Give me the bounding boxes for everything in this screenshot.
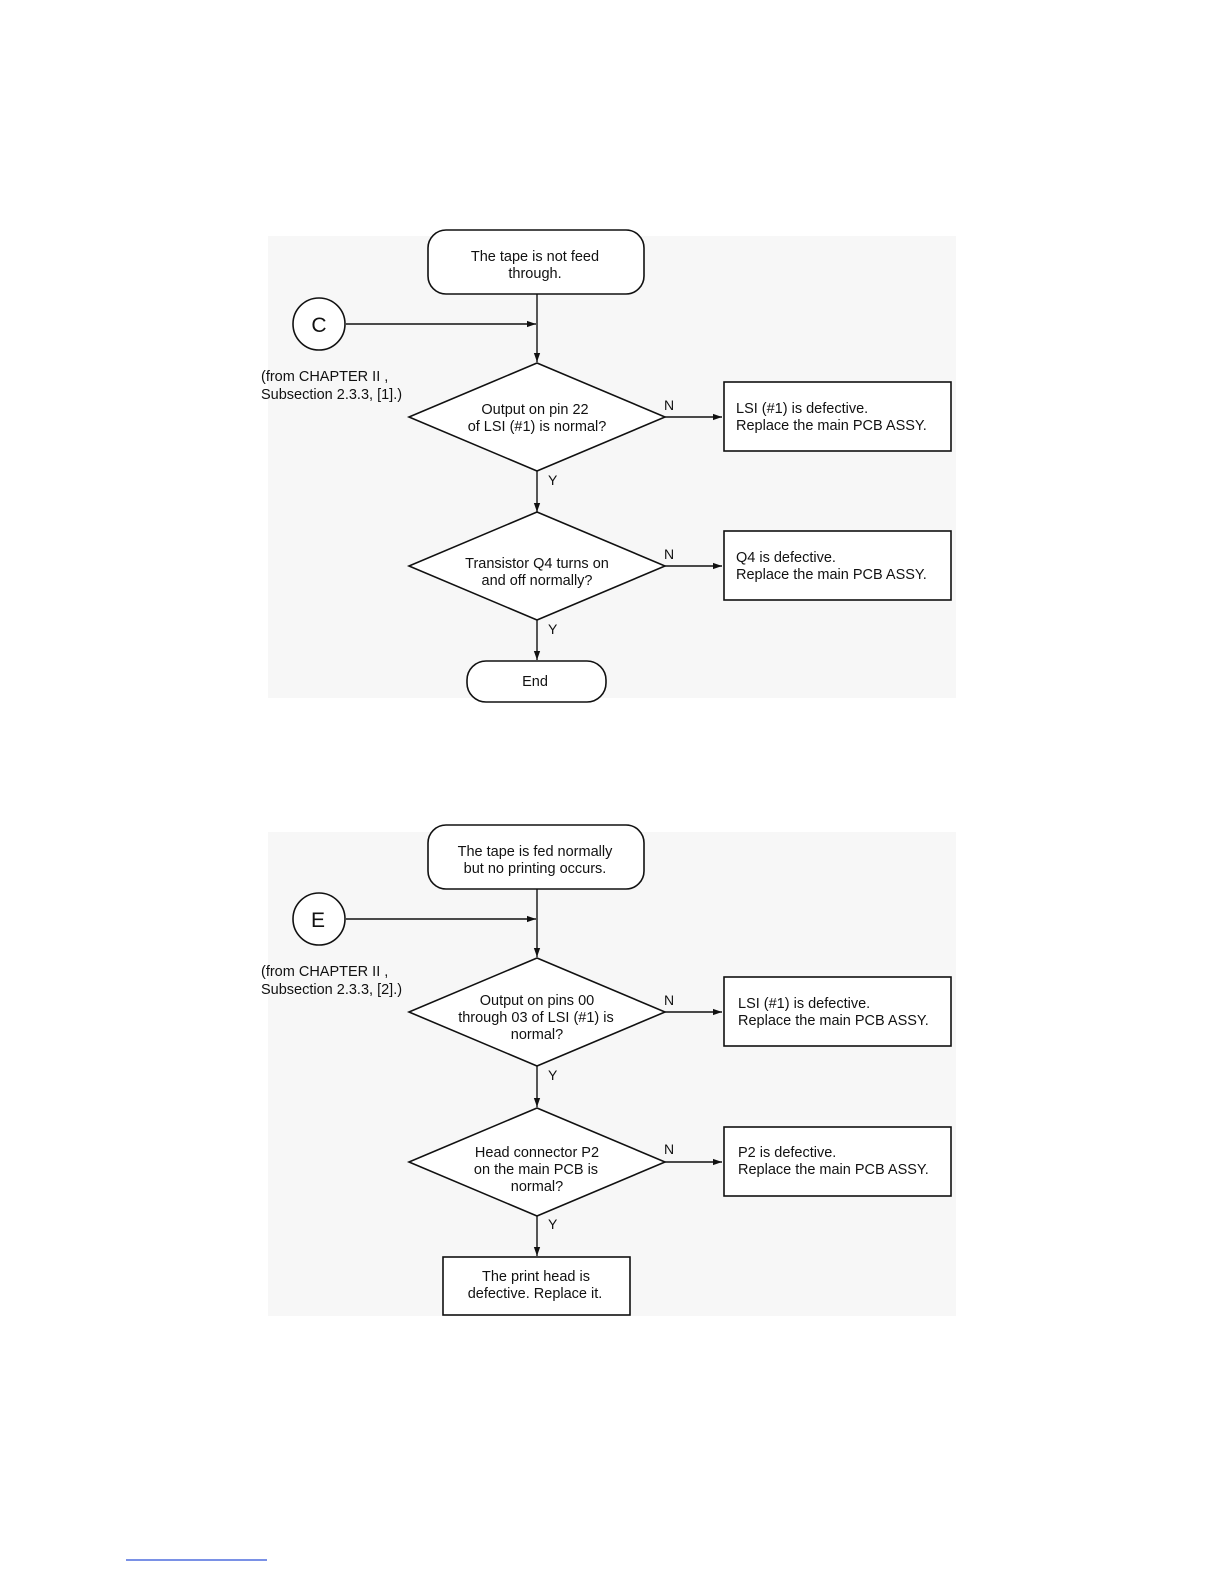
result-print-head-defective (442, 1256, 631, 1316)
flowchart-e-background (268, 832, 956, 1316)
result-text-line: Replace the main PCB ASSY. (736, 418, 927, 434)
start-text-line: through. (508, 266, 561, 282)
no-label: N (664, 546, 674, 562)
decision-text-line: Output on pins 00 (480, 993, 594, 1009)
connector-c-circle (292, 297, 346, 351)
start-text-line: The tape is not feed (471, 249, 599, 265)
end-terminator (466, 660, 607, 703)
result-text-line: Replace the main PCB ASSY. (738, 1013, 929, 1029)
from-note-line: Subsection 2.3.3, [1].) (261, 387, 402, 403)
result-lsi-defective-text: LSI (#1) is defective. Replace the main … (736, 401, 927, 434)
decision-pins00-03 (406, 957, 668, 1067)
result-text-line: P2 is defective. (738, 1145, 836, 1161)
flowchart-e: The tape is fed normally but no printing… (261, 824, 956, 1316)
yes-label: Y (548, 1216, 558, 1232)
result-text-line: LSI (#1) is defective. (736, 401, 868, 417)
decision-text-line: through 03 of LSI (#1) is (458, 1010, 614, 1026)
result-lsi-defective-text: LSI (#1) is defective. Replace the main … (738, 996, 929, 1029)
yes-label: Y (548, 472, 558, 488)
result-text-line: Replace the main PCB ASSY. (736, 567, 927, 583)
yes-label: Y (548, 621, 558, 637)
decision-q4-text: Transistor Q4 turns on and off normally? (465, 556, 613, 589)
connector-e-label: E (311, 909, 325, 932)
decision-text-line: of LSI (#1) is normal? (468, 419, 607, 435)
decision-text-line: Transistor Q4 turns on (465, 556, 609, 572)
yes-label: Y (548, 1067, 558, 1083)
start-text: The tape is not feed through. (471, 249, 603, 282)
start-terminator (427, 824, 645, 890)
result-lsi-defective (723, 381, 952, 452)
decision-pin22 (406, 362, 668, 472)
no-label: N (664, 1141, 674, 1157)
start-text-line: The tape is fed normally (458, 844, 613, 860)
result-p2-defective-text: P2 is defective. Replace the main PCB AS… (738, 1145, 929, 1178)
result-q4-defective (723, 530, 952, 601)
result-text-line: The print head is (482, 1269, 590, 1285)
connector-e-circle (292, 892, 346, 946)
decision-text-line: Output on pin 22 (481, 402, 588, 418)
decision-pin22-text: Output on pin 22 of LSI (#1) is normal? (468, 402, 607, 435)
start-text: The tape is fed normally but no printing… (458, 844, 617, 877)
result-text-line: defective. Replace it. (468, 1286, 603, 1302)
no-label: N (664, 397, 674, 413)
result-p2-defective (723, 1126, 952, 1197)
flowchart-c: The tape is not feed through. C (from CH… (261, 229, 956, 703)
result-lsi-defective (723, 976, 952, 1047)
decision-text-line: normal? (511, 1027, 563, 1043)
decision-head-connector-p2-text: Head connector P2 on the main PCB is nor… (474, 1145, 603, 1195)
from-note-e: (from CHAPTER II , Subsection 2.3.3, [2]… (261, 964, 402, 998)
decision-text-line: and off normally? (482, 573, 593, 589)
decision-text-line: normal? (511, 1179, 563, 1195)
decision-text-line: on the main PCB is (474, 1162, 598, 1178)
result-print-head-text: The print head is defective. Replace it. (468, 1269, 603, 1302)
result-q4-defective-text: Q4 is defective. Replace the main PCB AS… (736, 550, 927, 583)
result-text-line: LSI (#1) is defective. (738, 996, 870, 1012)
decision-text-line: Head connector P2 (475, 1145, 599, 1161)
flowchart-c-background (268, 236, 956, 698)
connector-c-label: C (311, 314, 326, 337)
decision-pins00-03-text: Output on pins 00 through 03 of LSI (#1)… (458, 993, 618, 1043)
result-text-line: Q4 is defective. (736, 550, 836, 566)
from-note-line: Subsection 2.3.3, [2].) (261, 982, 402, 998)
from-note-line: (from CHAPTER II , (261, 964, 388, 980)
decision-q4 (406, 511, 668, 621)
end-text: End (522, 674, 548, 690)
result-text-line: Replace the main PCB ASSY. (738, 1162, 929, 1178)
from-note-line: (from CHAPTER II , (261, 369, 388, 385)
no-label: N (664, 992, 674, 1008)
start-text-line: but no printing occurs. (464, 861, 607, 877)
start-terminator (427, 229, 645, 295)
decision-head-connector-p2 (406, 1107, 668, 1217)
from-note-c: (from CHAPTER II , Subsection 2.3.3, [1]… (261, 369, 402, 403)
